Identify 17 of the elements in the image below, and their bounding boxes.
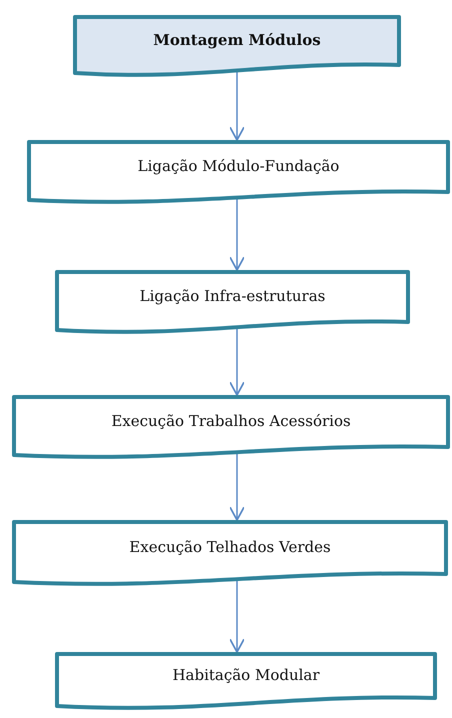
step-label: Habitação Modular	[172, 665, 320, 686]
arrow	[229, 71, 245, 141]
document-shape	[27, 140, 450, 206]
document-shape	[55, 270, 410, 336]
step-label: Execução Trabalhos Acessórios	[111, 411, 351, 432]
document-shape	[73, 15, 401, 79]
arrow	[229, 580, 245, 653]
arrow	[229, 453, 245, 521]
step-label: Ligação Infra-estruturas	[140, 286, 326, 307]
document-shape	[12, 395, 450, 461]
document-shape	[55, 652, 437, 712]
arrow	[229, 328, 245, 396]
step-label: Ligação Módulo-Fundação	[138, 156, 340, 177]
step-label: Execução Telhados Verdes	[129, 537, 331, 558]
document-shape	[12, 520, 448, 588]
step-label: Montagem Módulos	[153, 30, 321, 51]
arrow	[229, 198, 245, 271]
